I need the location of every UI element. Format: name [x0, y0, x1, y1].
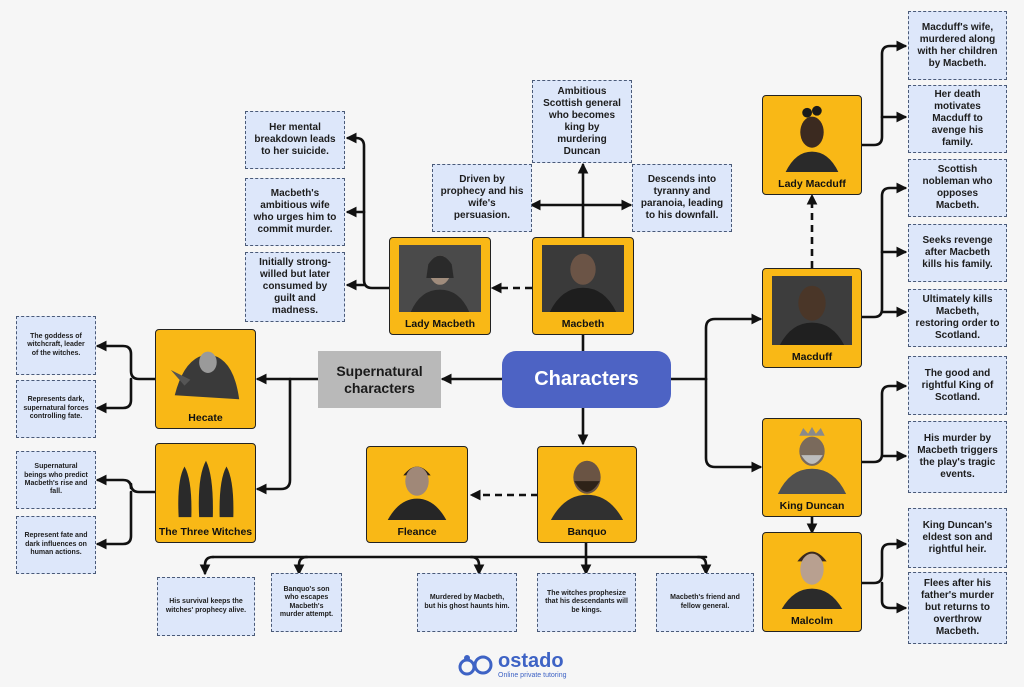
note-banquo-friend: Macbeth's friend and fellow general.	[656, 573, 754, 632]
card-lady-macduff[interactable]: Lady Macduff	[762, 95, 862, 195]
note-macduff-nobleman: Scottish nobleman who opposes Macbeth.	[908, 159, 1007, 217]
name-hecate: Hecate	[188, 412, 223, 424]
name-three-witches: The Three Witches	[158, 526, 253, 538]
card-malcolm[interactable]: Malcolm	[762, 532, 862, 632]
portrait-fleance	[376, 454, 458, 520]
note-duncan-rightful: The good and rightful King of Scotland.	[908, 356, 1007, 415]
note-lady-macduff-murdered: Macduff's wife, murdered along with her …	[908, 11, 1007, 80]
name-macbeth: Macbeth	[561, 318, 605, 330]
card-three-witches[interactable]: The Three Witches	[155, 443, 256, 543]
note-macbeth-ambitious: Ambitious Scottish general who becomes k…	[532, 80, 632, 163]
note-witches-predict: Supernatural beings who predict Macbeth'…	[16, 451, 96, 509]
characters-hub[interactable]: Characters	[502, 351, 671, 408]
note-banquo-descendants: The witches prophesize that his descenda…	[537, 573, 636, 632]
note-lady-ambitious: Macbeth's ambitious wife who urges him t…	[245, 178, 345, 246]
name-king-duncan: King Duncan	[779, 500, 845, 512]
note-lady-breakdown: Her mental breakdown leads to her suicid…	[245, 111, 345, 169]
card-macduff[interactable]: Macduff	[762, 268, 862, 368]
note-lady-macduff-motivates: Her death motivates Macduff to avenge hi…	[908, 85, 1007, 153]
portrait-lady-macbeth	[399, 245, 481, 312]
ostado-logo[interactable]: ostado Online private tutoring	[458, 650, 598, 682]
card-fleance[interactable]: Fleance	[366, 446, 468, 543]
name-banquo: Banquo	[567, 526, 607, 538]
portrait-macduff	[772, 276, 852, 345]
portrait-lady-macduff	[772, 103, 852, 172]
supernatural-characters-node[interactable]: Supernatural characters	[318, 351, 441, 408]
name-malcolm: Malcolm	[790, 615, 833, 627]
portrait-malcolm	[772, 540, 852, 609]
name-lady-macduff: Lady Macduff	[778, 178, 846, 190]
note-macduff-kills: Ultimately kills Macbeth, restoring orde…	[908, 289, 1007, 347]
note-macduff-revenge: Seeks revenge after Macbeth kills his fa…	[908, 224, 1007, 282]
card-macbeth[interactable]: Macbeth	[532, 237, 634, 335]
portrait-king-duncan	[772, 426, 852, 494]
card-hecate[interactable]: Hecate	[155, 329, 256, 429]
note-hecate-goddess: The goddess of witchcraft, leader of the…	[16, 316, 96, 375]
note-hecate-forces: Represents dark, supernatural forces con…	[16, 380, 96, 438]
portrait-hecate	[165, 337, 246, 406]
note-fleance-escapes: Banquo's son who escapes Macbeth's murde…	[271, 573, 342, 632]
note-macbeth-descends: Descends into tyranny and paranoia, lead…	[632, 164, 732, 232]
name-macduff: Macduff	[791, 351, 833, 363]
note-malcolm-heir: King Duncan's eldest son and rightful he…	[908, 508, 1007, 568]
portrait-banquo	[547, 454, 627, 520]
note-duncan-murder: His murder by Macbeth triggers the play'…	[908, 421, 1007, 493]
note-banquo-ghost: Murdered by Macbeth, but his ghost haunt…	[417, 573, 517, 632]
note-witches-fate: Represent fate and dark influences on hu…	[16, 516, 96, 574]
card-lady-macbeth[interactable]: Lady Macbeth	[389, 237, 491, 335]
logo-wordmark: ostado	[498, 650, 564, 672]
note-lady-guilt: Initially strong-willed but later consum…	[245, 252, 345, 322]
portrait-macbeth	[542, 245, 624, 312]
note-fleance-survival: His survival keeps the witches' prophecy…	[157, 577, 255, 636]
portrait-three-witches	[165, 451, 246, 520]
logo-tagline: Online private tutoring	[498, 672, 567, 679]
name-fleance: Fleance	[397, 526, 437, 538]
card-king-duncan[interactable]: King Duncan	[762, 418, 862, 517]
name-lady-macbeth: Lady Macbeth	[404, 318, 475, 330]
card-banquo[interactable]: Banquo	[537, 446, 637, 543]
ostado-logo-icon	[458, 655, 493, 676]
note-macbeth-driven: Driven by prophecy and his wife's persua…	[432, 164, 532, 232]
note-malcolm-flees: Flees after his father's murder but retu…	[908, 572, 1007, 644]
